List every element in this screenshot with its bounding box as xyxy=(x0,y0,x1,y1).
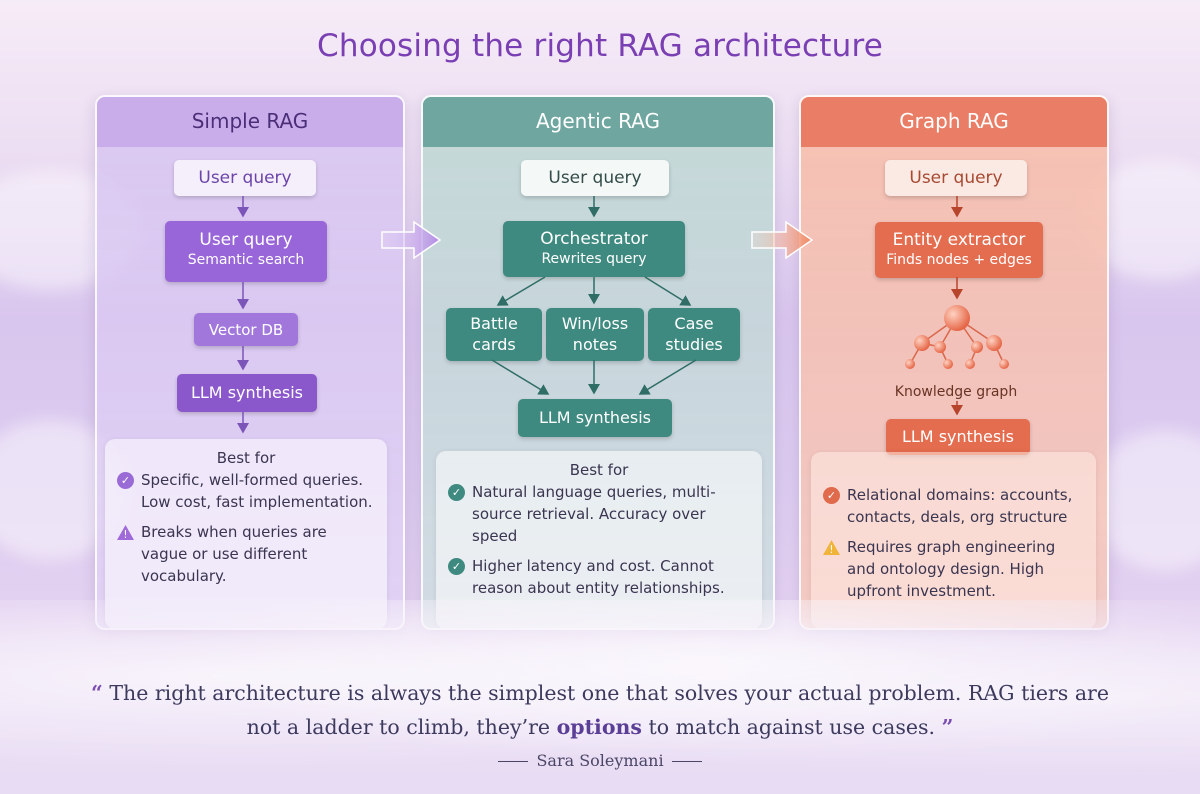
node-label: Entity extractor xyxy=(892,230,1026,250)
node-label: LLM synthesis xyxy=(190,383,304,402)
divider xyxy=(498,761,529,762)
svg-text:!: ! xyxy=(123,529,127,541)
agentic-source-node: Win/loss notes xyxy=(546,308,644,361)
quote-emphasis: options xyxy=(556,715,642,739)
node-label: Case studies xyxy=(665,314,723,354)
pro-text: Specific, well-formed queries. Low cost,… xyxy=(141,471,373,511)
simple-rag-panel: Simple RAG User query User query Semanti… xyxy=(95,95,405,630)
graph-rag-header: Graph RAG xyxy=(801,97,1107,147)
graph-user-query-node: User query xyxy=(885,160,1027,196)
graph-best-for-box: ✓ Relational domains: accounts, contacts… xyxy=(811,452,1096,628)
con-text: Breaks when queries are vague or use dif… xyxy=(141,523,327,585)
simple-user-query-node: User query xyxy=(174,160,316,196)
close-quote-mark: ” xyxy=(941,715,954,739)
check-circle-icon: ✓ xyxy=(448,558,465,575)
svg-text:!: ! xyxy=(829,544,833,556)
knowledge-graph-label: Knowledge graph xyxy=(894,384,1018,400)
pro-text: Natural language queries, multi-source r… xyxy=(472,483,716,545)
quote-text: “ The right architecture is always the s… xyxy=(80,676,1120,744)
simple-semantic-search-node: User query Semantic search xyxy=(165,221,327,282)
node-label: User query xyxy=(198,168,292,188)
simple-rag-header: Simple RAG xyxy=(97,97,403,147)
agentic-best-for-box: Best for ✓ Natural language queries, mul… xyxy=(436,451,762,628)
open-quote-mark: “ xyxy=(91,681,103,705)
agentic-source-node: Case studies xyxy=(648,308,740,361)
simple-vector-db-node: Vector DB xyxy=(194,313,298,346)
node-label: User query xyxy=(199,230,293,250)
page-title: Choosing the right RAG architecture xyxy=(317,28,883,64)
pro-text: Relational domains: accounts, contacts, … xyxy=(847,486,1073,526)
graph-con-item: ! Requires graph engineering and ontolog… xyxy=(811,536,1096,602)
agentic-llm-synthesis-node: LLM synthesis xyxy=(518,399,672,437)
node-sublabel: Finds nodes + edges xyxy=(886,252,1032,268)
quote-author: Sara Soleymani xyxy=(0,751,1200,770)
warning-triangle-icon: ! xyxy=(117,524,134,541)
divider xyxy=(671,761,702,762)
node-label: Win/loss notes xyxy=(561,314,629,354)
agentic-orchestrator-node: Orchestrator Rewrites query xyxy=(503,221,685,277)
node-label: User query xyxy=(909,168,1003,188)
check-circle-icon: ✓ xyxy=(448,484,465,501)
agentic-rag-panel: Agentic RAG User query Orchestrator Rewr… xyxy=(421,95,775,630)
agentic-user-query-node: User query xyxy=(521,160,669,196)
check-circle-icon: ✓ xyxy=(823,487,840,504)
quote-part-1: The right architecture is always the sim… xyxy=(109,681,1109,739)
graph-pro-item: ✓ Relational domains: accounts, contacts… xyxy=(811,484,1096,528)
node-sublabel: Semantic search xyxy=(187,252,305,268)
node-label: User query xyxy=(548,168,642,188)
simple-llm-synthesis-node: LLM synthesis xyxy=(177,374,317,412)
node-sublabel: Rewrites query xyxy=(541,251,647,267)
con-text: Requires graph engineering and ontology … xyxy=(847,538,1056,600)
quote-part-2: to match against use cases. xyxy=(648,715,936,739)
agentic-pro-item: ✓ Natural language queries, multi-source… xyxy=(436,481,762,547)
node-label: Battle cards xyxy=(470,314,518,354)
node-label: LLM synthesis xyxy=(901,427,1015,446)
cloud-bank xyxy=(0,600,1200,794)
graph-llm-synthesis-node: LLM synthesis xyxy=(886,419,1030,455)
simple-pro-item: ✓ Specific, well-formed queries. Low cos… xyxy=(105,469,387,513)
check-circle-icon: ✓ xyxy=(117,472,134,489)
simple-best-for-box: Best for ✓ Specific, well-formed queries… xyxy=(105,439,387,628)
graph-entity-extractor-node: Entity extractor Finds nodes + edges xyxy=(875,222,1043,278)
node-label: Orchestrator xyxy=(540,229,648,249)
warning-triangle-icon: ! xyxy=(823,539,840,556)
agentic-con-item: ✓ Higher latency and cost. Cannot reason… xyxy=(436,555,762,599)
agentic-source-node: Battle cards xyxy=(446,308,542,361)
best-for-heading: Best for xyxy=(216,449,276,467)
agentic-rag-header: Agentic RAG xyxy=(423,97,773,147)
con-text: Higher latency and cost. Cannot reason a… xyxy=(472,557,725,597)
best-for-heading: Best for xyxy=(569,461,629,479)
graph-rag-panel: Graph RAG User query Entity extractor Fi… xyxy=(799,95,1109,630)
node-label: Vector DB xyxy=(208,321,284,339)
author-name: Sara Soleymani xyxy=(536,751,664,770)
node-label: LLM synthesis xyxy=(538,408,652,427)
simple-con-item: ! Breaks when queries are vague or use d… xyxy=(105,521,387,587)
